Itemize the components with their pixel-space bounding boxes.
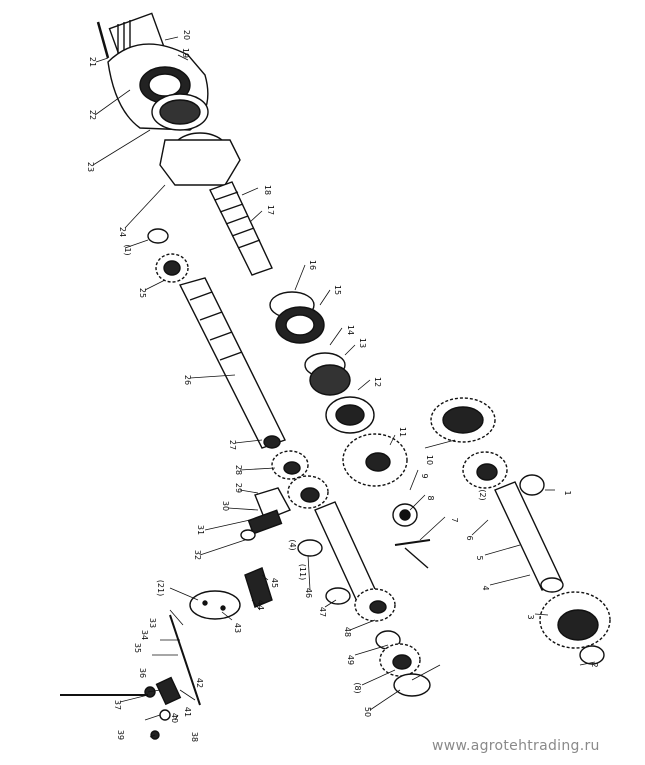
callout-39: 39 <box>116 730 125 740</box>
callout-10: 10 <box>425 455 434 465</box>
callout-46: 46 <box>304 588 313 598</box>
callout-23: 23 <box>86 162 95 172</box>
callout-22: 22 <box>88 110 97 120</box>
callout-40: 40 <box>170 713 179 723</box>
callout-31: 31 <box>196 525 205 535</box>
callout-42: 42 <box>195 678 204 688</box>
callout-1: 1 <box>563 490 572 495</box>
callout-21: 21 <box>88 57 97 67</box>
callout-27: 27 <box>228 440 237 450</box>
callout-18: 18 <box>263 185 272 195</box>
callout-p2p: (2) <box>478 489 487 500</box>
callout-p21p: (21) <box>156 580 165 596</box>
callout-49: 49 <box>346 655 355 665</box>
callout-33: 33 <box>148 618 157 628</box>
callout-p11p: (11) <box>298 564 307 580</box>
input-flange-housing <box>96 12 241 186</box>
callout-15: 15 <box>333 285 342 295</box>
callout-20: 20 <box>182 30 191 40</box>
callout-28: 28 <box>234 465 243 475</box>
callout-4: 4 <box>481 585 490 590</box>
callout-7: 7 <box>450 517 459 522</box>
callout-11: 11 <box>398 427 407 437</box>
callout-44: 44 <box>256 600 265 610</box>
callout-p1p: (1) <box>123 244 132 255</box>
callout-41: 41 <box>183 707 192 717</box>
callout-48: 48 <box>343 627 352 637</box>
callout-47: 47 <box>318 607 327 617</box>
callout-24: 24 <box>118 227 127 237</box>
selector-assembly <box>60 487 291 740</box>
callout-19: 19 <box>181 48 190 58</box>
callout-8: 8 <box>426 495 435 500</box>
callout-17: 17 <box>266 205 275 215</box>
callout-labels: 1234567891011121314151617181920212223242… <box>86 30 599 742</box>
callout-2: 2 <box>590 662 599 667</box>
callout-35: 35 <box>133 643 142 653</box>
callout-14: 14 <box>346 325 355 335</box>
callout-43: 43 <box>233 623 242 633</box>
callout-p8p: (8) <box>353 682 362 693</box>
callout-p4p: (4) <box>288 539 297 550</box>
callout-3: 3 <box>526 614 535 619</box>
callout-6: 6 <box>465 535 474 540</box>
callout-26: 26 <box>183 375 192 385</box>
callout-30: 30 <box>221 501 230 511</box>
callout-36: 36 <box>138 668 147 678</box>
callout-5: 5 <box>475 555 484 560</box>
main-shaft-left <box>147 228 431 697</box>
output-shaft <box>209 181 273 276</box>
callout-13: 13 <box>358 338 367 348</box>
callout-25: 25 <box>138 288 147 298</box>
callout-29: 29 <box>234 483 243 493</box>
watermark: www.agrotehtrading.ru <box>432 738 600 754</box>
callout-37: 37 <box>113 700 122 710</box>
leader-lines <box>92 36 596 738</box>
callout-50: 50 <box>363 707 372 717</box>
callout-34: 34 <box>140 630 149 640</box>
callout-16: 16 <box>308 260 317 270</box>
callout-9: 9 <box>420 473 429 478</box>
counter-shaft-right <box>430 397 611 665</box>
callout-32: 32 <box>193 550 202 560</box>
callout-38: 38 <box>190 732 199 742</box>
callout-12: 12 <box>373 377 382 387</box>
callout-45: 45 <box>270 578 279 588</box>
